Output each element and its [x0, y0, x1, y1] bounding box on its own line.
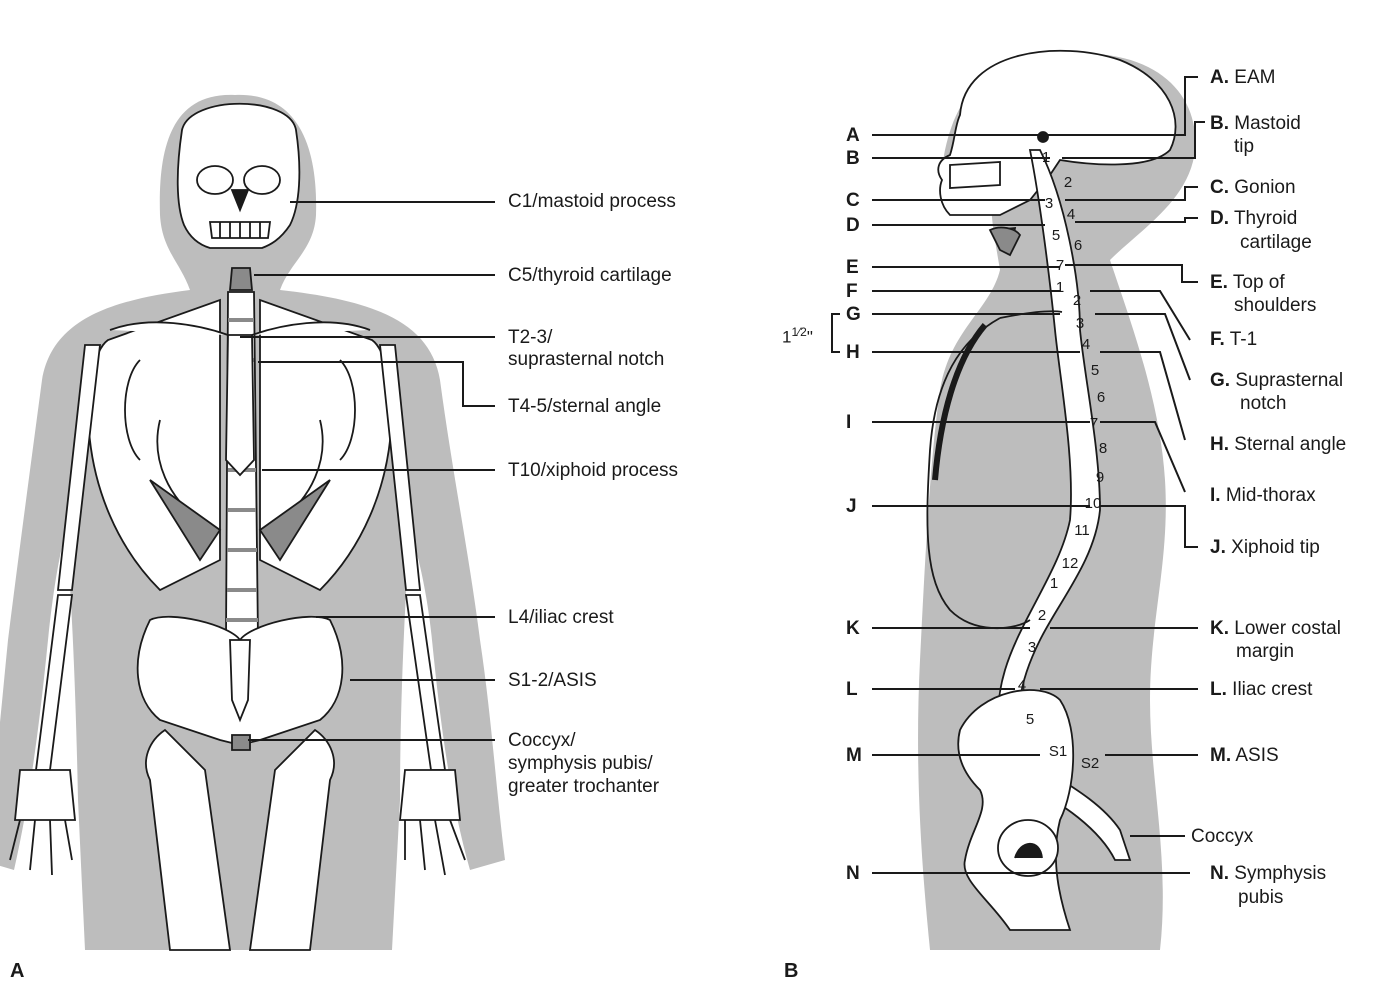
thoracic-vertebra-11: 11	[1074, 522, 1090, 539]
right-label-j: J. Xiphoid tip	[1210, 536, 1320, 559]
panel-a-label: A	[10, 960, 24, 983]
cervical-vertebra-4: 4	[1067, 206, 1075, 223]
right-label-h: H. Sternal angle	[1210, 433, 1346, 456]
lumbar-vertebra-5: 5	[1026, 711, 1034, 728]
left-letter-h: H	[846, 341, 860, 364]
callout-symphysis: symphysis pubis/	[508, 752, 653, 775]
sacral-vertebra-s1: S1	[1049, 743, 1067, 760]
callout-coccyx: Coccyx/	[508, 729, 576, 752]
callout-t2-3: T2-3/	[508, 326, 552, 349]
left-letter-e: E	[846, 256, 859, 279]
thoracic-vertebra-10: 10	[1085, 495, 1102, 512]
thoracic-vertebra-4: 4	[1082, 336, 1090, 353]
cervical-vertebra-7: 7	[1056, 257, 1064, 274]
left-letter-c: C	[846, 189, 860, 212]
left-letter-f: F	[846, 280, 858, 303]
callout-t10: T10/xiphoid process	[508, 459, 678, 482]
right-label-l: L. Iliac crest	[1210, 678, 1312, 701]
left-letter-k: K	[846, 617, 860, 640]
right-label-n: N. Symphysis	[1210, 862, 1326, 885]
callout-suprasternal: suprasternal notch	[508, 348, 664, 371]
distance-fraction: 1⁄2	[791, 325, 806, 339]
thoracic-vertebra-12: 12	[1062, 555, 1079, 572]
thoracic-vertebra-5: 5	[1091, 362, 1099, 379]
callout-s1-2: S1-2/ASIS	[508, 669, 597, 692]
thoracic-vertebra-9: 9	[1096, 469, 1104, 486]
right-label-i: I. Mid-thorax	[1210, 484, 1316, 507]
lumbar-vertebra-1: 1	[1050, 575, 1058, 592]
distance-unit: "	[807, 328, 813, 347]
right-label-d-line2: cartilage	[1240, 231, 1312, 254]
right-label-k: K. Lower costal	[1210, 617, 1341, 640]
right-label-m: M. ASIS	[1210, 744, 1279, 767]
cervical-vertebra-2: 2	[1064, 174, 1072, 191]
lumbar-vertebra-4: 4	[1018, 677, 1026, 694]
left-letter-l: L	[846, 678, 858, 701]
cervical-vertebra-3: 3	[1045, 195, 1053, 212]
left-letter-j: J	[846, 495, 857, 518]
right-label-f: F. T-1	[1210, 328, 1257, 351]
right-label-b: B. Mastoid	[1210, 112, 1301, 135]
callout-t4-5: T4-5/sternal angle	[508, 395, 661, 418]
right-label-e-line2: shoulders	[1234, 294, 1316, 317]
lumbar-vertebra-3: 3	[1028, 639, 1036, 656]
callout-trochanter: greater trochanter	[508, 775, 659, 798]
thoracic-vertebra-3: 3	[1076, 315, 1084, 332]
panel-b-label: B	[784, 960, 798, 983]
right-label-e: E. Top of	[1210, 271, 1285, 294]
right-label-c: C. Gonion	[1210, 176, 1296, 199]
right-label-d: D. Thyroid	[1210, 207, 1297, 230]
cervical-vertebra-6: 6	[1074, 237, 1082, 254]
right-label-coccyx: Coccyx	[1191, 825, 1253, 848]
right-label-n-line2: pubis	[1238, 886, 1283, 909]
front-skull	[178, 104, 300, 248]
bracket-1-5-inch	[832, 314, 840, 352]
callout-c1-mastoid: C1/mastoid process	[508, 190, 676, 213]
thoracic-vertebra-2: 2	[1073, 292, 1081, 309]
distance-1-5-inch: 11⁄2"	[782, 321, 813, 349]
lumbar-vertebra-2: 2	[1038, 607, 1046, 624]
callout-c5-thyroid: C5/thyroid cartilage	[508, 264, 672, 287]
callout-l4: L4/iliac crest	[508, 606, 614, 629]
right-label-b-line2: tip	[1234, 135, 1254, 158]
left-letter-n: N	[846, 862, 860, 885]
left-letter-b: B	[846, 147, 860, 170]
thoracic-vertebra-7: 7	[1090, 415, 1098, 432]
right-label-a: A. EAM	[1210, 66, 1275, 89]
thoracic-vertebra-6: 6	[1097, 389, 1105, 406]
left-letter-i: I	[846, 411, 851, 434]
left-letter-d: D	[846, 214, 860, 237]
cervical-vertebra-5: 5	[1052, 227, 1060, 244]
left-letter-g: G	[846, 303, 861, 326]
left-letter-m: M	[846, 744, 862, 767]
thoracic-vertebra-8: 8	[1099, 440, 1107, 457]
right-label-k-line2: margin	[1236, 640, 1294, 663]
left-letter-a: A	[846, 124, 860, 147]
sacral-vertebra-s2: S2	[1081, 755, 1099, 772]
thoracic-vertebra-1: 1	[1056, 279, 1064, 296]
right-label-g-line2: notch	[1240, 392, 1286, 415]
right-label-g: G. Suprasternal	[1210, 369, 1343, 392]
